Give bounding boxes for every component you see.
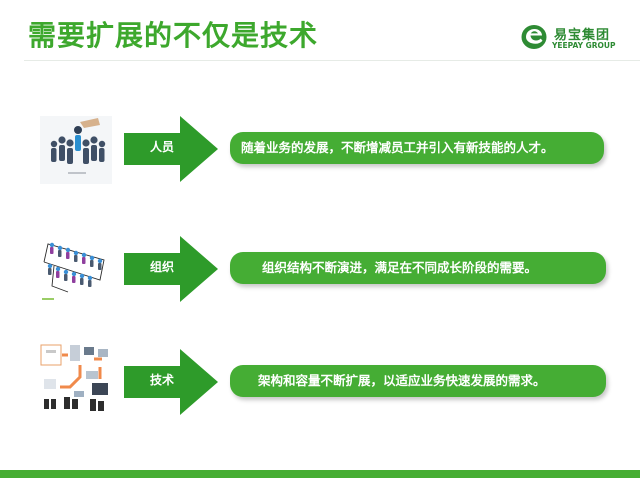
row-technology: 技术 架构和容量不断扩展，以适应业务快速发展的需求。 (0, 343, 640, 419)
page-title: 需要扩展的不仅是技术 (28, 19, 319, 52)
arrow-technology (124, 349, 218, 415)
row-people: 人员 随着业务的发展，不断增减员工并引入有新技能的人才。 (0, 116, 640, 186)
logo-name-en: YEEPAY GROUP (552, 41, 616, 50)
footer-bar (0, 470, 640, 478)
title-divider (24, 60, 640, 61)
label-people: 人员 (149, 140, 174, 154)
label-organization: 组织 (149, 260, 174, 274)
description-technology: 架构和容量不断扩展，以适应业务快速发展的需求。 (230, 365, 606, 397)
company-logo: 易宝集团 YEEPAY GROUP (521, 24, 633, 50)
description-organization: 组织结构不断演进，满足在不同成长阶段的需要。 (230, 252, 606, 284)
description-people: 随着业务的发展，不断增减员工并引入有新技能的人才。 (230, 132, 604, 164)
row-organization: 组织 组织结构不断演进，满足在不同成长阶段的需要。 (0, 236, 640, 306)
arrow-organization (124, 236, 218, 302)
people-selection-icon (40, 116, 112, 184)
yeepay-logo-icon (521, 25, 547, 49)
architecture-diagram-icon (40, 343, 112, 417)
logo-name-cn: 易宝集团 (554, 28, 611, 43)
label-technology: 技术 (149, 373, 174, 387)
arrow-people (124, 116, 218, 182)
org-chart-icon (40, 236, 112, 304)
